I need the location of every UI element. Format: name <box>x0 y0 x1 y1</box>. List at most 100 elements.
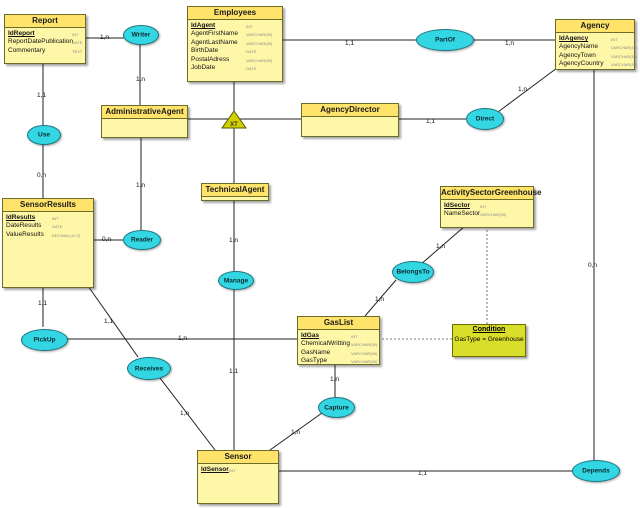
attribute-name: AgencyName <box>559 43 599 51</box>
entity-technical-agent[interactable]: TechnicalAgent <box>201 183 269 201</box>
attribute: AgencyTown VARCHAR(50) <box>559 51 637 60</box>
cardinality-label: 1,1 <box>418 470 428 477</box>
entity-title: Agency <box>556 20 634 33</box>
attribute-name: JobDate <box>191 64 216 72</box>
cardinality-label: 1,1 <box>426 118 436 125</box>
attribute-name: ChemicalWritting <box>301 340 351 348</box>
attribute-name: IdSector <box>444 202 471 209</box>
cardinality-label: 1,1 <box>345 40 355 47</box>
attribute-name: AgencyCountry <box>559 60 604 68</box>
relationship-pickup[interactable]: PickUp <box>21 329 68 351</box>
cardinality-label: 1,n <box>436 243 446 250</box>
attribute-name: DateResults <box>6 222 42 230</box>
entity-title: Report <box>5 15 85 28</box>
condition-note[interactable]: Condition GasType = Greenhouse <box>452 324 526 357</box>
entity-agency-director[interactable]: AgencyDirector <box>301 103 399 137</box>
relationship-receives[interactable]: Receives <box>127 357 171 380</box>
attribute-type: TEXT <box>72 48 83 54</box>
relationship-use[interactable]: Use <box>27 125 61 145</box>
attribute-type: INT <box>72 32 79 37</box>
relationship-label: PickUp <box>33 336 56 344</box>
relationship-direct[interactable]: Direct <box>466 108 504 130</box>
entity-title: GasList <box>298 317 379 330</box>
attribute-type: VARCHAR(50) <box>611 62 638 68</box>
attribute-name: IdGas <box>301 332 320 339</box>
relationship-capture[interactable]: Capture <box>318 397 355 418</box>
relationship-partof[interactable]: PartOf <box>416 29 474 51</box>
attribute-name: BirthDate <box>191 47 219 55</box>
attribute-type: VARCHAR(50) <box>611 53 638 59</box>
cardinality-label: 1,n <box>505 40 515 47</box>
relationship-label: Direct <box>475 115 495 123</box>
attribute-name: AgentFirstName <box>191 30 238 38</box>
primary-key-attribute: IdGas INT <box>301 332 376 340</box>
relationship-writer[interactable]: Writer <box>123 25 159 45</box>
entity-title: Sensor <box>198 451 278 464</box>
attribute-type: INT <box>351 334 358 339</box>
attribute-name: PostalAdress <box>191 55 230 63</box>
cardinality-label: 1,n <box>100 34 110 41</box>
entity-title: Employees <box>188 7 282 20</box>
cardinality-label: 1,n <box>291 429 301 436</box>
entity-title: ActivitySectorGreenhouse <box>441 187 541 200</box>
attribute-type: VARCHAR(50) <box>351 342 378 348</box>
attribute-type: VARCHAR(50) <box>351 359 378 365</box>
attribute-name: IdAgency <box>559 35 589 42</box>
attribute-type: DATE <box>246 66 257 72</box>
cardinality-label: 1,n <box>375 296 385 303</box>
relationship-depends[interactable]: Depends <box>572 460 620 482</box>
attribute-name: GasType <box>301 357 328 365</box>
attribute-type: INT <box>52 216 59 221</box>
entity-administrative-agent[interactable]: AdministrativeAgent <box>101 105 188 138</box>
attribute-name: IdSensor <box>201 466 229 473</box>
attribute-type: VARCHAR(50) <box>480 212 507 218</box>
relationship-belongsto[interactable]: BelongsTo <box>392 261 434 283</box>
attribute: DateResults DATE <box>6 222 90 230</box>
attribute-type: DATE <box>246 49 257 55</box>
relationship-label: Writer <box>131 31 151 39</box>
relationship-label: Reader <box>130 236 154 244</box>
relationship-manage[interactable]: Manage <box>218 271 254 290</box>
cardinality-label: 1,1 <box>38 300 48 307</box>
attribute-type: DATE <box>52 224 63 230</box>
relationship-label: BelongsTo <box>396 268 430 276</box>
entity-title: AdministrativeAgent <box>102 106 187 119</box>
cardinality-label: 1,1 <box>229 368 239 375</box>
attribute: GasType VARCHAR(50) <box>301 357 378 365</box>
relationship-reader[interactable]: Reader <box>123 230 161 250</box>
attribute-type: DECIMAL(10,2) <box>52 232 81 238</box>
cardinality-label: 1,n <box>330 376 340 383</box>
attribute-name: IdAgent <box>191 22 216 29</box>
attribute-type: VARCHAR(50) <box>351 350 378 356</box>
cardinality-label: 1,n <box>136 182 146 189</box>
attribute-type: INT <box>246 24 253 29</box>
relationship-label: Depends <box>582 467 610 475</box>
cardinality-label: 1,n <box>136 76 146 83</box>
attribute-name: AgencyTown <box>559 51 596 59</box>
entity-title: AgencyDirector <box>302 104 398 117</box>
cardinality-label: 1,n <box>518 86 528 93</box>
attribute-type: INT <box>229 468 236 473</box>
